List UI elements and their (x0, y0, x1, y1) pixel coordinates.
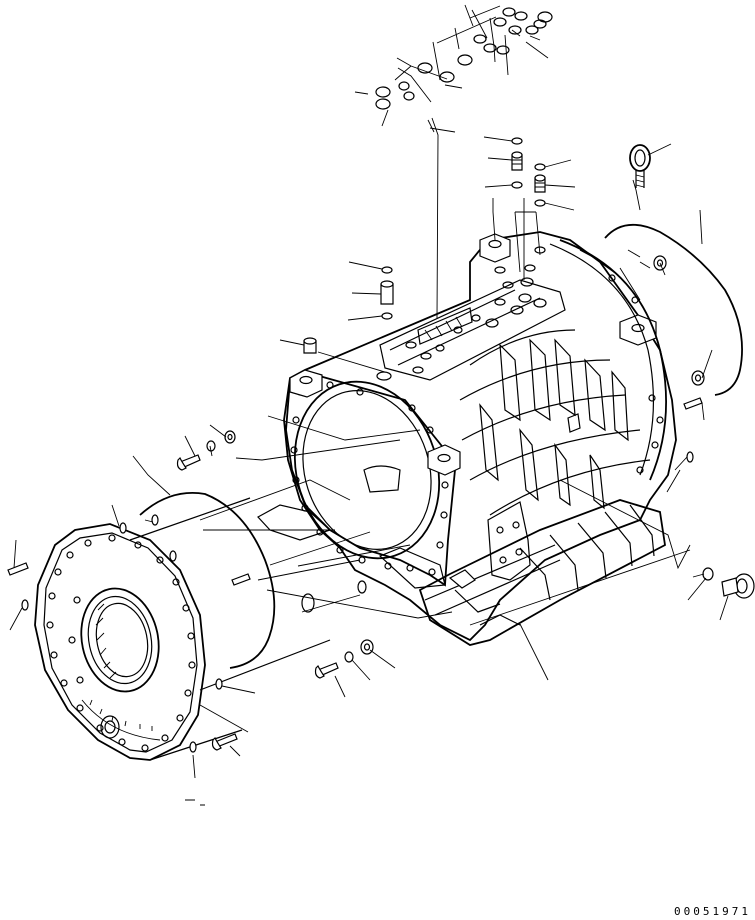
drain-plug (703, 568, 754, 598)
left-mount-legs (258, 466, 445, 588)
top-fittings (304, 138, 545, 353)
stud-far-left (8, 563, 28, 575)
transmission-case (258, 232, 676, 645)
body-ribs (460, 330, 650, 515)
cover-bolt-holes (47, 535, 195, 751)
small-pins-left (22, 452, 693, 752)
front-cover (35, 498, 330, 760)
bolt-washer-nut-upper (178, 431, 236, 470)
eye-bolt (630, 145, 650, 188)
bolt-lower-left (213, 734, 238, 750)
front-flange-bolt-holes (291, 382, 448, 575)
large-o-ring-front (140, 493, 274, 668)
mounting-pads (290, 234, 656, 475)
rear-nut (654, 256, 704, 385)
oil-pan (420, 500, 665, 645)
top-parts-cluster (376, 8, 552, 109)
bolt-washer-nut-lower (316, 640, 374, 678)
leader-lines (10, 5, 728, 805)
rear-bell-housing (550, 240, 666, 480)
large-o-ring-rear (605, 225, 742, 395)
top-valve-plate (377, 247, 565, 380)
dowel-pins (232, 398, 702, 585)
side-bracket (488, 502, 530, 580)
drawing-number: 00051971 (674, 905, 751, 918)
